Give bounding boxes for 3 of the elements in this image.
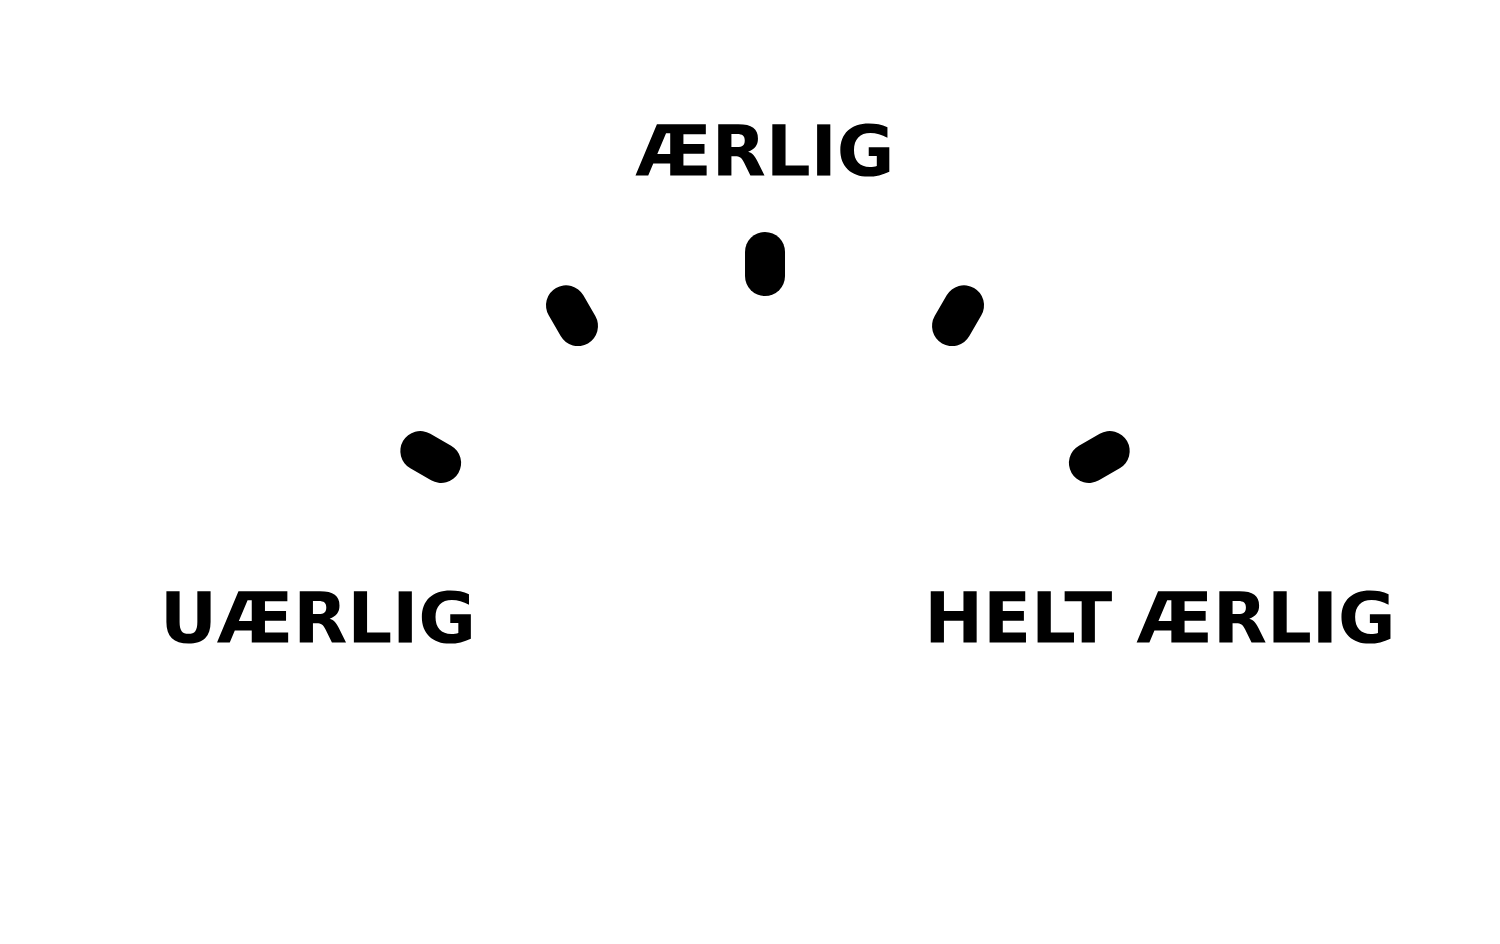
scale-label: UÆRLIG: [166, 590, 471, 644]
scale-label: ÆRLIG: [635, 123, 890, 177]
scale-label: HELT ÆRLIG: [930, 590, 1391, 644]
